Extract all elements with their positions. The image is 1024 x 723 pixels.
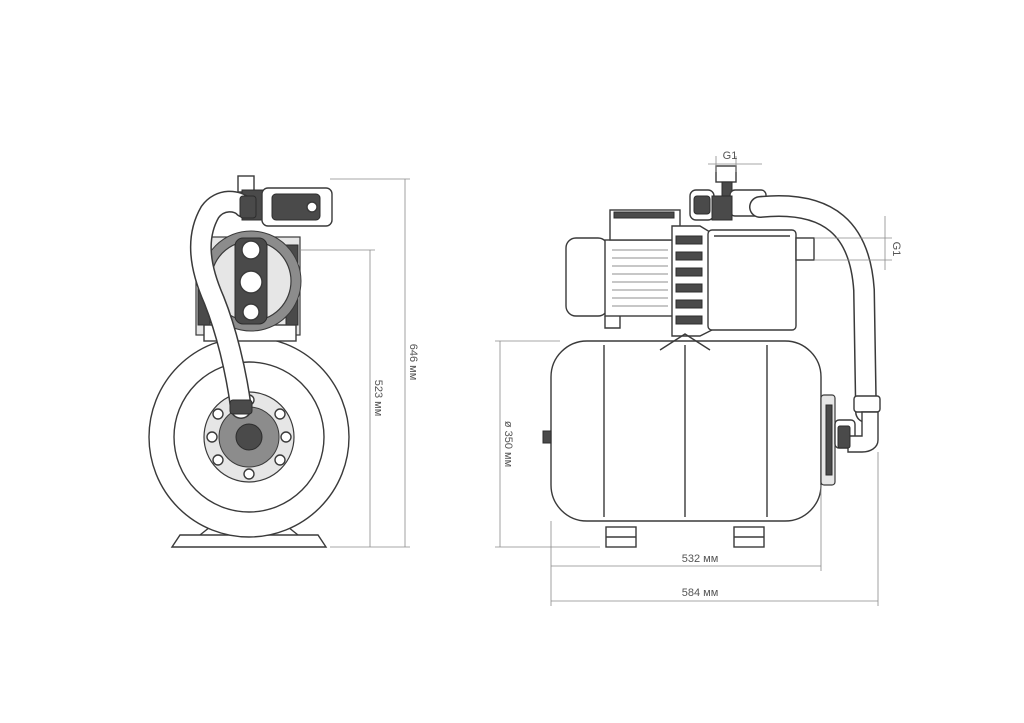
side-hose	[750, 196, 876, 422]
dim-height-pump: 523 мм	[372, 380, 384, 417]
side-pump-casing	[707, 229, 797, 331]
front-hose	[191, 192, 254, 418]
dim-inlet-thread: G1	[890, 242, 902, 257]
dim-tank-length: 532 мм	[682, 553, 719, 565]
side-dimensions: ø 350 мм 532 мм 584 мм G1 G1	[495, 150, 902, 606]
side-view	[542, 165, 881, 548]
front-view	[148, 175, 350, 548]
side-motor-cap	[565, 237, 609, 317]
dim-tank-diameter: ø 350 мм	[502, 421, 514, 467]
side-motor-body	[604, 239, 674, 317]
front-tank-inner	[173, 361, 325, 513]
side-tank	[550, 340, 822, 522]
side-outlet-fitting	[715, 165, 737, 183]
dim-outlet-thread: G1	[723, 150, 738, 162]
dim-total-length: 584 мм	[682, 587, 719, 599]
front-dimensions: 646 мм 523 мм	[300, 178, 419, 548]
front-base-plate	[170, 534, 328, 548]
side-inlet-port	[795, 237, 815, 261]
dim-height-total: 646 мм	[407, 344, 419, 381]
